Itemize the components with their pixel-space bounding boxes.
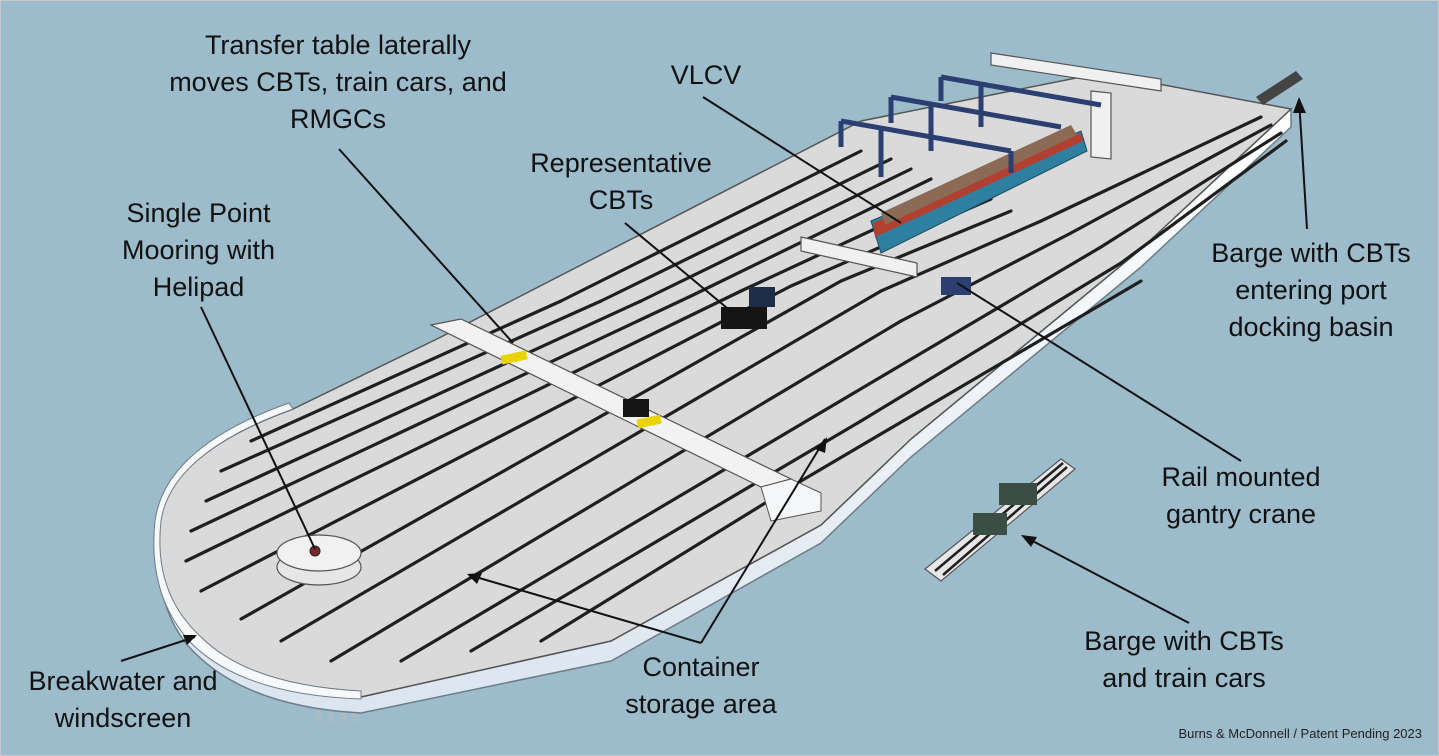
barge-train	[924, 458, 1076, 582]
label-single-point-mooring: Single Point Mooring with Helipad	[121, 198, 276, 302]
arrowheads	[183, 97, 1306, 645]
transfer-table	[429, 318, 822, 522]
label-barge-train-cars: Barge with CBTs and train cars	[1084, 626, 1284, 693]
helipad	[276, 534, 362, 586]
label-representative-cbts: Representative CBTs	[530, 148, 712, 215]
label-container-storage: Container storage area	[625, 652, 777, 719]
credit-text: Burns & McDonnell / Patent Pending 2023	[1178, 726, 1422, 741]
leader-lines	[120, 96, 1308, 662]
label-breakwater: Breakwater and windscreen	[28, 666, 218, 733]
label-barge-entering: Barge with CBTs entering port docking ba…	[1211, 238, 1411, 342]
label-rail-mounted-gantry-crane: Rail mounted gantry crane	[1161, 462, 1321, 529]
breakwater-rim	[153, 402, 362, 700]
berth-frame	[800, 52, 1162, 278]
ship-cranes	[838, 74, 1102, 177]
label-transfer-table: Transfer table laterally moves CBTs, tra…	[169, 30, 507, 134]
vlcv-ship	[870, 125, 1088, 254]
barge-entering	[1256, 71, 1303, 105]
label-vlcv: VLCV	[670, 60, 742, 90]
